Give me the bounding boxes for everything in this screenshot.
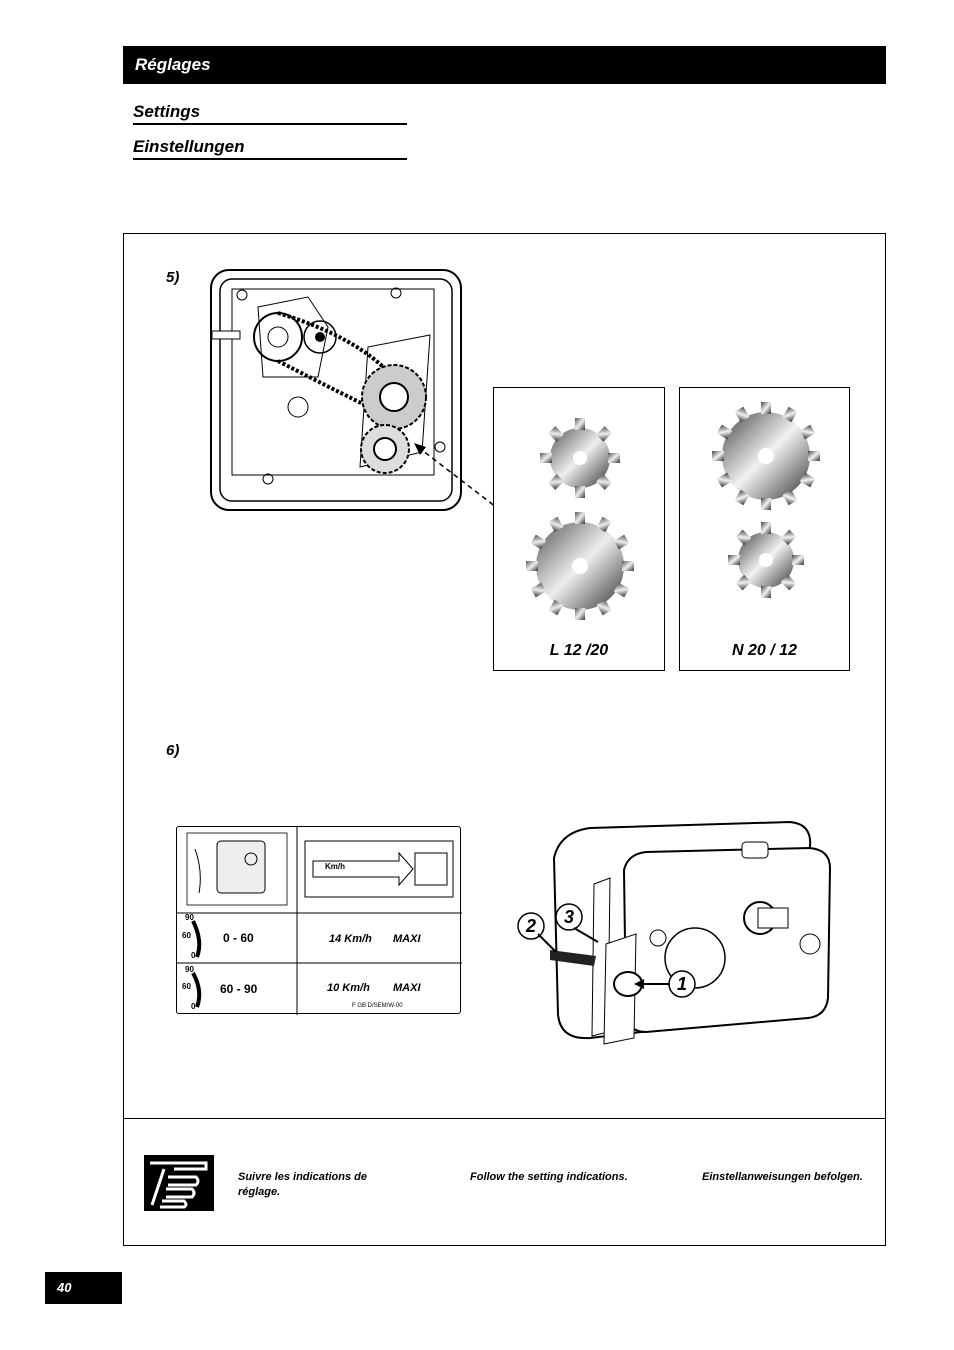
gear-label-l: L 12 /20 [549, 642, 609, 659]
callout-2: 2 [525, 916, 536, 936]
table-footnote: F GB D/SEM/W-00 [352, 1003, 403, 1009]
table-speed-unit: Km/h [325, 862, 345, 871]
row1-scale-mid: 60 [182, 931, 191, 940]
gear-option-n: N 20 / 12 [679, 387, 850, 671]
page-number: 40 [57, 1280, 72, 1295]
gear-pair-n-illustration [712, 402, 820, 598]
row2-scale-bot: 0 [191, 1002, 196, 1011]
row2-limit: MAXI [393, 982, 421, 994]
frame-divider [124, 1118, 885, 1119]
callout-1: 1 [677, 974, 687, 994]
step-6-label: 6) [166, 742, 180, 759]
pointing-hand-icon [144, 1155, 214, 1211]
row2-scale-top: 90 [185, 965, 194, 974]
section-title: Réglages [135, 55, 211, 74]
gearbox-adjustment-illustration: 2 3 1 [517, 820, 832, 1045]
row1-limit: MAXI [393, 933, 421, 945]
note-de: Einstellanweisungen befolgen. [702, 1171, 863, 1183]
step-5-label: 5) [166, 269, 180, 286]
gearbox-diagram [210, 269, 497, 511]
subtitle-settings: Settings [133, 102, 407, 125]
table-grid [177, 827, 462, 1015]
subtitle-einstellungen: Einstellungen [133, 137, 407, 160]
speed-setting-table: Km/h 90 60 0 0 - 60 14 Km/h MAXI 90 60 0… [176, 826, 462, 1015]
row1-speed: 14 Km/h [329, 933, 372, 945]
section-header-bar: Réglages [123, 46, 886, 84]
gear-option-l: L 12 /20 [493, 387, 665, 671]
page-number-box: 40 [45, 1272, 122, 1304]
row1-range: 0 - 60 [223, 931, 254, 945]
row2-range: 60 - 90 [220, 982, 258, 996]
content-frame: 5) [123, 233, 886, 1246]
row1-scale-bot: 0 [191, 951, 196, 960]
row1-scale-top: 90 [185, 913, 194, 922]
row2-speed: 10 Km/h [327, 982, 370, 994]
row2-scale-mid: 60 [182, 982, 191, 991]
note-fr: Suivre les indications de réglage. [238, 1171, 367, 1198]
note-en: Follow the setting indications. [470, 1171, 628, 1183]
callout-3: 3 [564, 907, 574, 927]
gear-pair-l-illustration [526, 418, 634, 620]
gear-label-n: N 20 / 12 [732, 642, 797, 659]
